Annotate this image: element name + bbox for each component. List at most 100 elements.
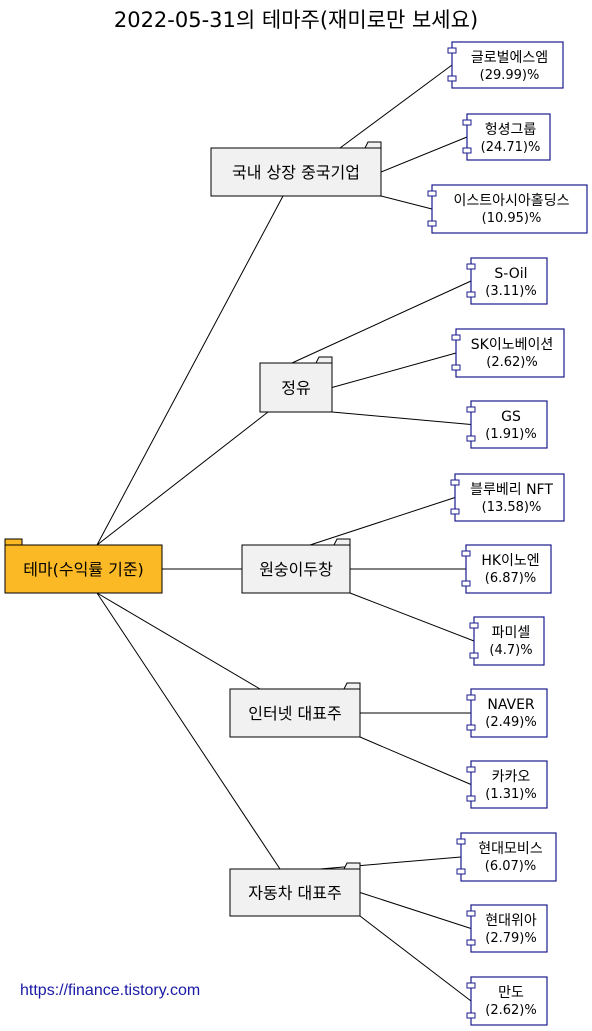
connector-theme-stock: [339, 64, 453, 149]
component-port-icon: [447, 75, 457, 82]
stock-rate: (24.71)%: [481, 140, 541, 155]
component-port-icon: [461, 550, 471, 557]
component-port-icon: [461, 580, 471, 587]
stock-node[interactable]: 만도 (2.62)%: [466, 976, 548, 1026]
stock-name: HK이노엔: [481, 553, 539, 569]
component-port-icon: [456, 838, 466, 845]
component-port-icon: [466, 291, 476, 298]
stock-name: SK이노베이션: [471, 337, 553, 353]
theme-node[interactable]: 국내 상장 중국기업: [210, 141, 382, 197]
component-port-icon: [466, 982, 476, 989]
connector-root-theme: [96, 592, 261, 690]
stock-node[interactable]: HK이노엔 (6.87)%: [461, 544, 552, 594]
component-port-icon: [466, 263, 476, 270]
component-port-icon: [466, 406, 476, 413]
theme-node-label: 정유: [281, 379, 310, 398]
stock-node[interactable]: 카카오 (1.31)%: [466, 760, 548, 809]
connector-root-theme: [96, 195, 284, 546]
theme-node[interactable]: 원숭이두창: [241, 538, 351, 594]
stock-node[interactable]: SK이노베이션 (2.62)%: [451, 328, 565, 378]
stock-node[interactable]: 현대위아 (2.79)%: [466, 904, 548, 953]
stock-name: 이스트아시아홀딩스: [454, 193, 570, 209]
connector-theme-stock: [359, 892, 472, 929]
component-port-icon: [427, 190, 437, 197]
component-port-icon: [450, 479, 460, 486]
connector-lines: [96, 64, 475, 1002]
component-box: [460, 832, 557, 882]
stock-node[interactable]: 글로벌에스엠(29.99)%: [447, 41, 564, 89]
stock-name: 카카오: [492, 769, 531, 785]
stock-rate: (10.95)%: [482, 211, 542, 226]
component-port-icon: [466, 724, 476, 731]
stock-rate: (2.62)%: [486, 355, 537, 370]
stock-rate: (1.91)%: [485, 427, 536, 442]
component-port-icon: [466, 1012, 476, 1019]
component-port-icon: [451, 334, 461, 341]
stock-node[interactable]: S-Oil (3.11)%: [466, 257, 548, 305]
footer-url[interactable]: https://finance.tistory.com: [20, 982, 201, 999]
component-box: [465, 544, 552, 594]
component-box: [451, 41, 564, 89]
theme-node[interactable]: 정유: [259, 356, 333, 413]
component-box: [470, 688, 548, 738]
diagram-nodes: 테마(수익률 기준) 글로벌에스엠(29.99)% 헝셩그룹(24.71)% 이스트아…: [4, 41, 588, 1026]
connector-root-theme: [96, 411, 269, 546]
connector-theme-stock: [331, 411, 472, 425]
stock-name: 블루베리 NFT: [470, 482, 553, 498]
component-port-icon: [450, 508, 460, 515]
component-port-icon: [466, 766, 476, 773]
root-theme-node[interactable]: 테마(수익률 기준): [4, 538, 163, 594]
stock-rate: (2.79)%: [485, 931, 536, 946]
stock-rate: (3.11)%: [485, 284, 536, 299]
stock-rate: (6.07)%: [485, 859, 536, 874]
stock-node[interactable]: 현대모비스(6.07)%: [456, 832, 557, 882]
component-box: [470, 976, 548, 1026]
stock-name: 만도: [498, 985, 524, 1001]
connector-theme-stock: [359, 915, 472, 1002]
component-port-icon: [462, 147, 472, 154]
component-box: [470, 760, 548, 809]
component-port-icon: [462, 119, 472, 126]
folder-shape: [4, 544, 163, 594]
stock-rate: (2.49)%: [485, 715, 536, 730]
stock-node[interactable]: GS (1.91)%: [466, 400, 548, 449]
stock-node[interactable]: NAVER(2.49)%: [466, 688, 548, 738]
theme-node[interactable]: 인터넷 대표주: [229, 682, 361, 738]
connector-theme-stock: [319, 856, 462, 870]
connector-theme-stock: [349, 592, 475, 642]
stock-rate: (2.62)%: [485, 1003, 536, 1018]
component-port-icon: [469, 652, 479, 659]
stock-rate: (6.87)%: [485, 571, 536, 586]
component-port-icon: [456, 868, 466, 875]
stock-name: GS: [501, 409, 521, 425]
stock-node[interactable]: 파미셀(4.7)%: [469, 616, 545, 666]
stock-name: 현대위아: [485, 913, 537, 929]
component-box: [466, 113, 551, 161]
stock-node[interactable]: 이스트아시아홀딩스 (10.95)%: [427, 184, 588, 234]
connector-root-theme: [96, 592, 281, 870]
theme-node[interactable]: 자동차 대표주: [229, 862, 361, 917]
component-box: [470, 904, 548, 953]
component-port-icon: [427, 220, 437, 227]
connector-theme-stock: [309, 497, 456, 546]
connector-theme-stock: [359, 736, 472, 785]
component-port-icon: [466, 694, 476, 701]
folder-tab: [4, 538, 23, 546]
component-box: [473, 616, 545, 666]
component-port-icon: [466, 939, 476, 946]
connector-theme-stock: [380, 136, 468, 173]
stock-rate: (1.31)%: [485, 787, 536, 802]
component-port-icon: [451, 364, 461, 371]
page-title: 2022-05-31의 테마주(재미로만 보세요): [113, 8, 479, 32]
theme-node-label: 자동차 대표주: [248, 884, 341, 903]
root-theme-label: 테마(수익률 기준): [23, 560, 144, 579]
stock-node[interactable]: 헝셩그룹(24.71)%: [462, 113, 551, 161]
stock-node[interactable]: 블루베리 NFT(13.58)%: [450, 473, 565, 522]
component-box: [454, 473, 565, 522]
stock-rate: (4.7)%: [489, 643, 532, 658]
theme-node-label: 국내 상장 중국기업: [232, 163, 360, 182]
stock-name: S-Oil: [494, 266, 527, 282]
component-box: [470, 257, 548, 305]
component-box: [455, 328, 565, 378]
